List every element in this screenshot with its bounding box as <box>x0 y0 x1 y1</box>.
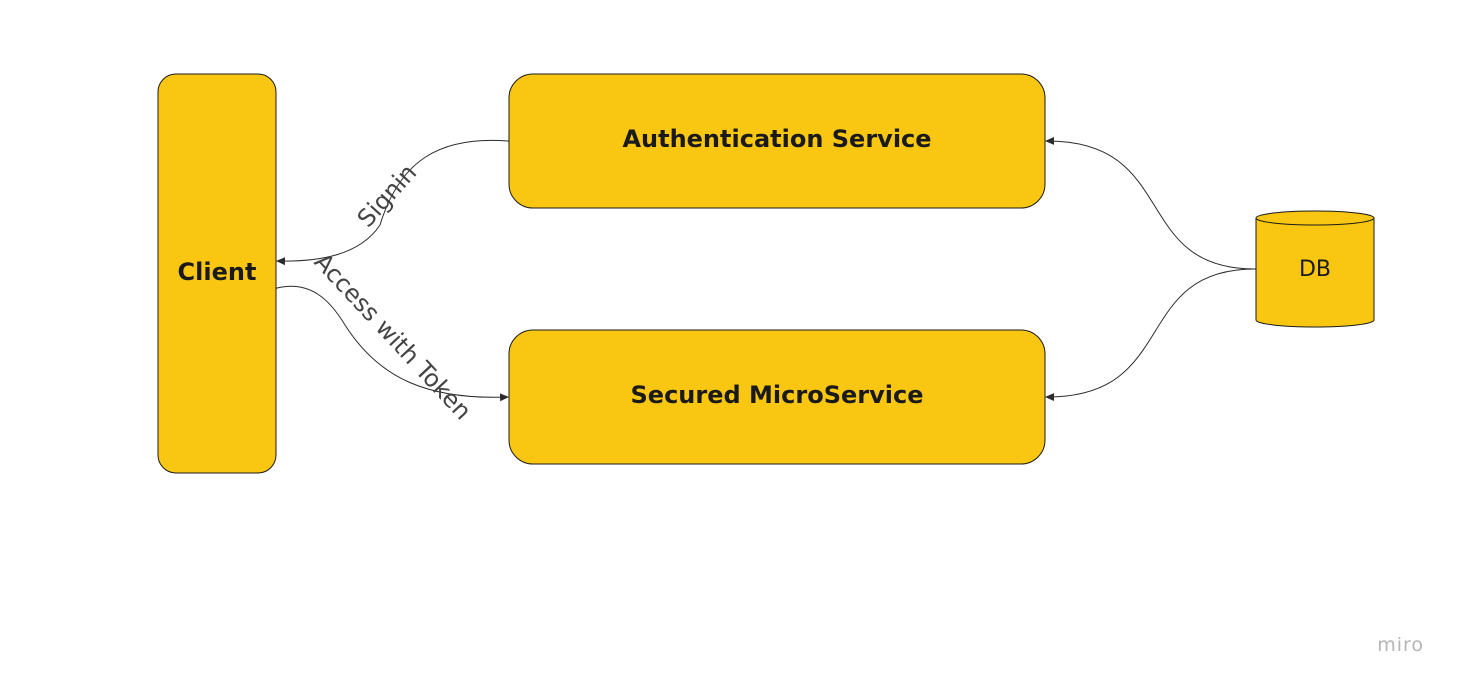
signin-edge-label: Signin <box>352 159 422 233</box>
edge-signin <box>276 137 517 266</box>
access-with-token-edge-label: Access with Token <box>309 248 477 426</box>
db-node[interactable]: DB <box>1255 210 1375 328</box>
miro-watermark: miro <box>1377 634 1424 656</box>
client-label: Client <box>178 258 257 286</box>
authentication-service-label: Authentication Service <box>622 125 931 153</box>
secured-microservice-node[interactable]: Secured MicroService <box>508 329 1046 465</box>
db-label: DB <box>1299 257 1331 282</box>
authentication-service-node[interactable]: Authentication Service <box>508 73 1046 209</box>
client-node[interactable]: Client <box>157 73 277 474</box>
edge-auth-db <box>1045 136 1264 274</box>
edge-secured-db <box>1045 268 1256 402</box>
edge-access-with-token <box>268 285 509 402</box>
secured-microservice-label: Secured MicroService <box>631 381 924 409</box>
